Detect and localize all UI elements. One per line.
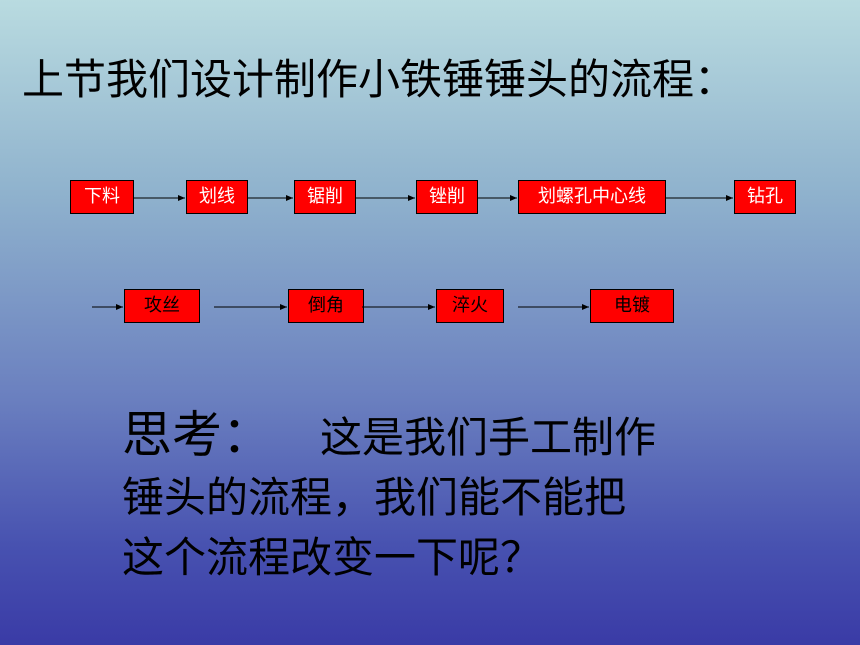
question-text-1: 这是我们手工制作 bbox=[320, 413, 657, 462]
flow-step-drilling: 钻孔 bbox=[734, 180, 796, 214]
question-line-1: 思考： 这是我们手工制作 bbox=[122, 405, 722, 468]
flow-step-chamfering: 倒角 bbox=[288, 289, 364, 323]
flow-step-electroplating: 电镀 bbox=[590, 289, 674, 323]
question-heading: 思考： bbox=[122, 406, 272, 464]
question-block: 思考： 这是我们手工制作 锤头的流程，我们能不能把 这个流程改变一下呢？ bbox=[122, 405, 722, 588]
flow-step-filing: 锉削 bbox=[416, 180, 478, 214]
flow-step-mark-screw-center: 划螺孔中心线 bbox=[518, 180, 666, 214]
question-line-3: 这个流程改变一下呢？ bbox=[122, 533, 543, 582]
slide-title: 上节我们设计制作小铁锤锤头的流程： bbox=[22, 55, 737, 104]
question-line-2: 锤头的流程，我们能不能把 bbox=[122, 473, 627, 522]
flow-step-tapping: 攻丝 bbox=[124, 289, 200, 323]
flow-step-sawing: 锯削 bbox=[294, 180, 356, 214]
flow-step-marking: 划线 bbox=[186, 180, 248, 214]
flow-step-cutting: 下料 bbox=[70, 180, 134, 214]
flow-step-quenching: 淬火 bbox=[436, 289, 504, 323]
